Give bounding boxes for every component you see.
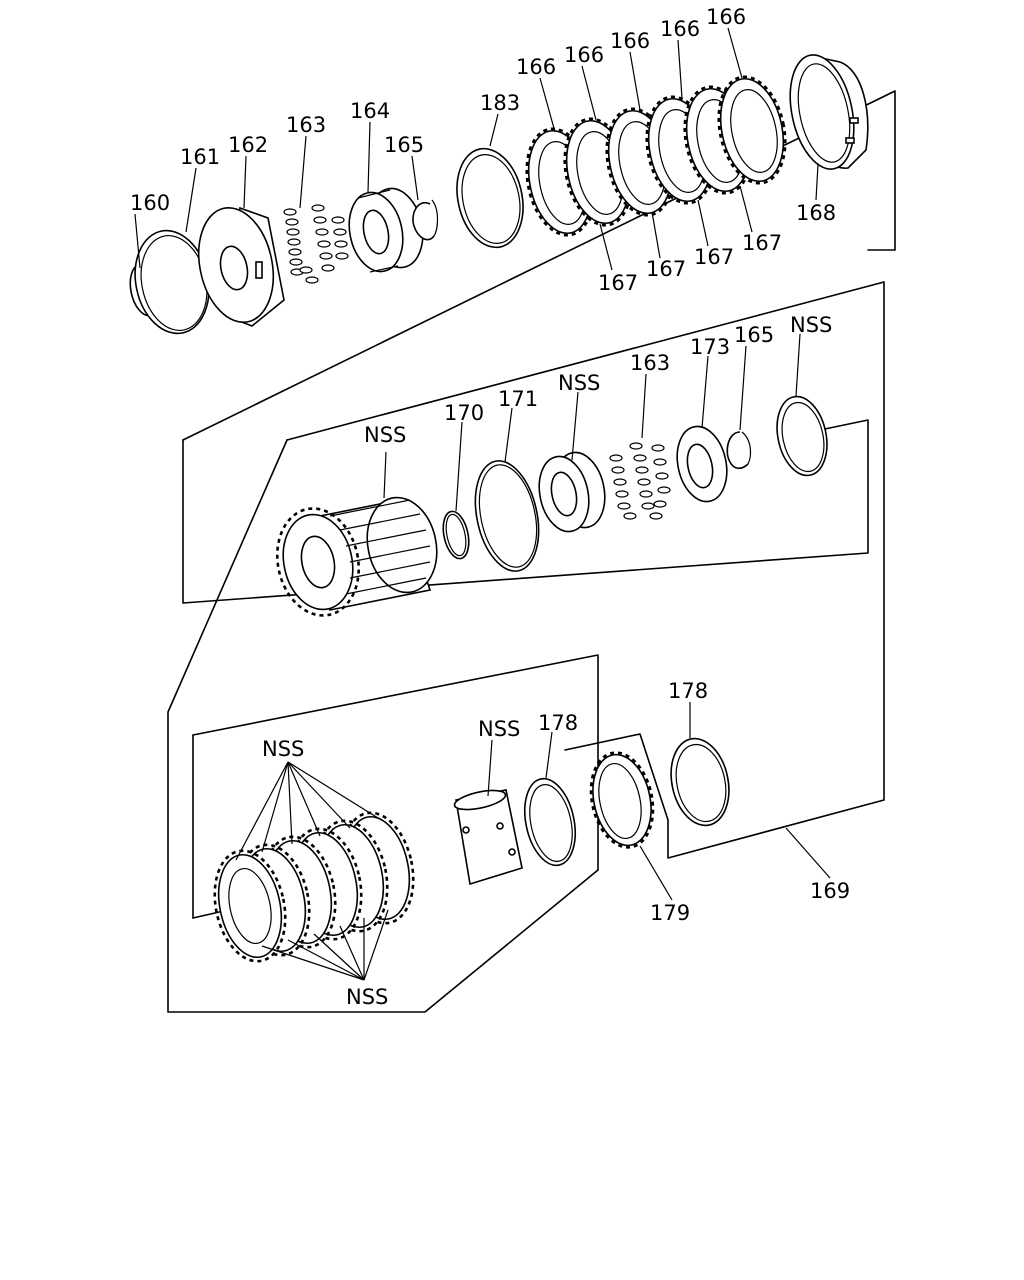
callout-171: 171 bbox=[498, 387, 538, 411]
clutch-plate-stack-nss bbox=[213, 811, 415, 963]
callout-166-d: 166 bbox=[660, 17, 700, 41]
callout-167-b: 167 bbox=[646, 257, 686, 281]
callout-167-d: 167 bbox=[742, 231, 782, 255]
snap-ring-178-right bbox=[670, 737, 730, 827]
callout-162: 162 bbox=[228, 133, 268, 157]
clutch-drum-nss bbox=[453, 789, 523, 886]
clutch-drum-168 bbox=[789, 54, 869, 170]
callout-165-top: 165 bbox=[384, 133, 424, 157]
callout-169: 169 bbox=[810, 879, 850, 903]
callout-166-a: 166 bbox=[516, 55, 556, 79]
snap-ring-nss bbox=[776, 395, 828, 477]
callout-178-right: 178 bbox=[668, 679, 708, 703]
return-springs-163-middle bbox=[609, 442, 671, 520]
callout-labels: 160 161 162 163 164 165 183 166 166 166 … bbox=[130, 5, 850, 1009]
callout-170: 170 bbox=[444, 401, 484, 425]
callout-164: 164 bbox=[350, 99, 390, 123]
piston-nss bbox=[538, 451, 606, 533]
callout-160: 160 bbox=[130, 191, 170, 215]
callout-nss-plates-bottom: NSS bbox=[346, 985, 388, 1009]
callout-161: 161 bbox=[180, 145, 220, 169]
spring-retainer-164 bbox=[348, 187, 424, 273]
pressure-plate-183 bbox=[456, 147, 524, 249]
clutch-plate-stack-166-167 bbox=[525, 75, 787, 237]
callout-166-c: 166 bbox=[610, 29, 650, 53]
leader-lines bbox=[134, 27, 831, 981]
snap-ring-165-top bbox=[412, 199, 439, 241]
o-ring-170 bbox=[442, 510, 470, 560]
callout-179: 179 bbox=[650, 901, 690, 925]
group-boundary-lines bbox=[167, 90, 896, 1013]
snap-ring-165-middle bbox=[726, 431, 752, 470]
callout-166-e: 166 bbox=[706, 5, 746, 29]
callout-167-c: 167 bbox=[694, 245, 734, 269]
callout-nss-gear: NSS bbox=[364, 423, 406, 447]
callout-167-a: 167 bbox=[598, 271, 638, 295]
piston-housing-162 bbox=[197, 206, 285, 327]
retainer-173 bbox=[676, 425, 728, 503]
seal-171 bbox=[474, 460, 540, 572]
snap-ring-178-left bbox=[524, 777, 576, 867]
callout-178-left: 178 bbox=[538, 711, 578, 735]
callout-nss-plates-top: NSS bbox=[262, 737, 304, 761]
callout-165-middle: 165 bbox=[734, 323, 774, 347]
callout-163-middle: 163 bbox=[630, 351, 670, 375]
callout-166-b: 166 bbox=[564, 43, 604, 67]
callout-nss-drum: NSS bbox=[478, 717, 520, 741]
callout-nss-ring: NSS bbox=[790, 313, 832, 337]
return-springs-163-top bbox=[283, 204, 349, 284]
callout-nss-piston: NSS bbox=[558, 371, 600, 395]
sprag-ring-179 bbox=[589, 751, 655, 849]
callout-163-top: 163 bbox=[286, 113, 326, 137]
callout-168: 168 bbox=[796, 201, 836, 225]
callout-173: 173 bbox=[690, 335, 730, 359]
callout-183: 183 bbox=[480, 91, 520, 115]
gear-hub-nss bbox=[275, 496, 438, 617]
